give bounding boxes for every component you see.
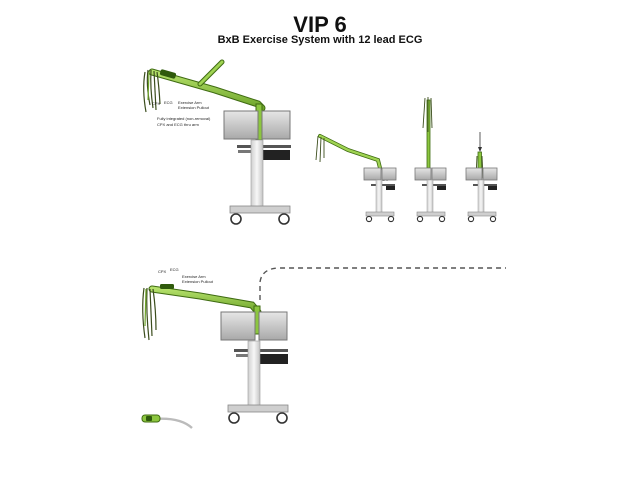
- cart-top-large: CPX ECG Exercise Arm Extension Pullout F…: [143, 59, 291, 225]
- label-exercise-arm-bottom-1: Exercise Arm: [182, 274, 206, 279]
- cables-top: [143, 69, 161, 113]
- printer-box-bottom: [254, 354, 288, 364]
- cart-bottom-large: CPX ECG Exercise Arm Extension Pullout: [142, 267, 506, 424]
- label-exercise-arm-top-2: Extension Pullout: [178, 105, 210, 110]
- printer-box: [256, 150, 290, 160]
- label-integrated-top-2: CPX and ECG thru arm: [157, 122, 199, 127]
- label-exercise-arm-bottom-2: Extension Pullout: [182, 279, 214, 284]
- monitor-right: [261, 110, 291, 140]
- cart-small-1: CPX: [315, 134, 397, 223]
- label-cpx-bottom: CPX: [158, 269, 167, 274]
- cables-small-2: [422, 97, 433, 132]
- cables-bottom: [142, 287, 157, 341]
- monitor-left: [223, 110, 259, 140]
- monitor-right-bottom: [258, 311, 288, 341]
- cpx-tube-handle: [141, 414, 193, 429]
- monitor-left-bottom: [220, 311, 256, 341]
- cables-small-1: [315, 135, 325, 163]
- page-title: VIP 6: [293, 12, 347, 37]
- cart-small-2: [414, 97, 447, 223]
- label-ecg-top: ECG: [164, 100, 173, 105]
- cart-small-3: [465, 132, 498, 223]
- label-cpx-top: CPX: [152, 101, 161, 106]
- label-integrated-top-1: Fully integrated (non-removal): [157, 116, 211, 121]
- extension-dashed-line: [259, 267, 506, 300]
- label-ecg-bottom: ECG: [170, 267, 179, 272]
- arm-handle-bottom: [160, 284, 174, 289]
- page-subtitle: BxB Exercise System with 12 lead ECG: [217, 34, 423, 46]
- label-exercise-arm-top-1: Exercise Arm: [178, 100, 202, 105]
